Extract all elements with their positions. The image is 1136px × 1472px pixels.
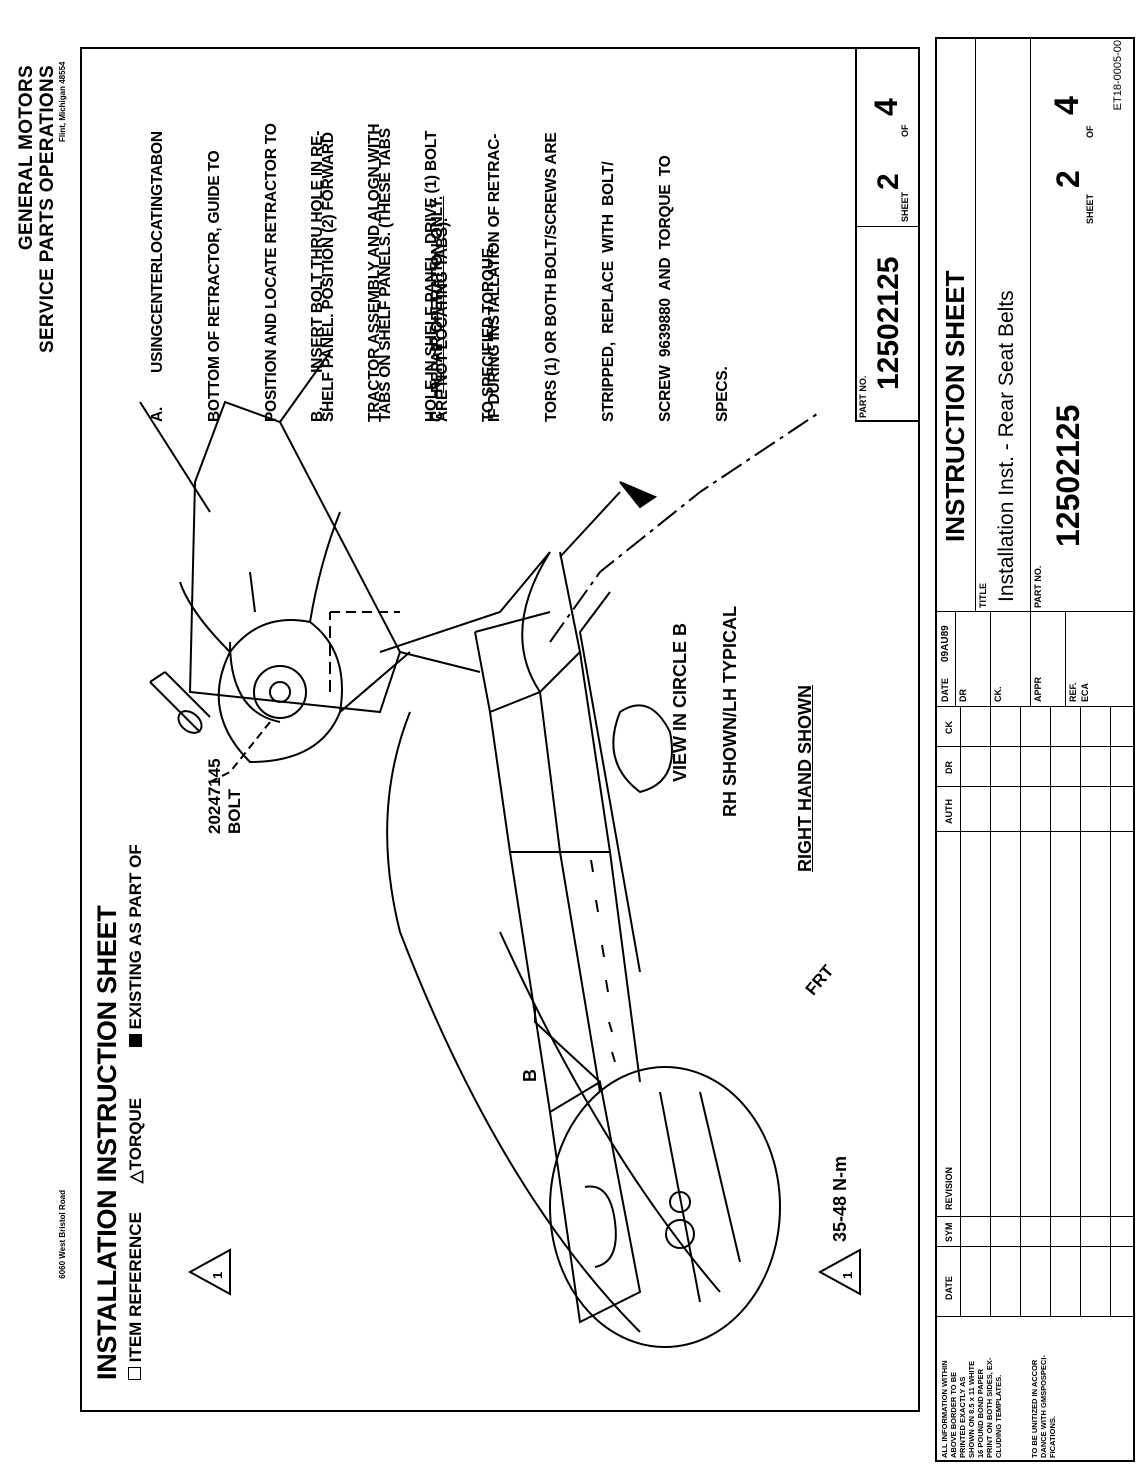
company-name: GENERAL MOTORS [16,65,37,251]
tb-sheet-number: 2 [1050,170,1086,188]
tb-col-line [935,1246,1135,1247]
tb-row-line [1050,707,1051,1317]
tb-note-line: DANCE WITH GMSPOSPECI- [1039,1355,1048,1458]
tb-note-line: CLUDING TEMPLATES. [994,1374,1003,1458]
tb-col-date: DATE [944,1276,954,1300]
tb-sheet-label: SHEET [1085,193,1095,224]
tb-row-line [1030,37,1031,612]
company-city: Flint, Michigan 48554 [58,61,67,142]
tb-row-line [990,707,991,1317]
tb-note-line: PRINTED EXACTLY AS [958,1376,967,1458]
tb-title: Installation Inst. - Rear Seat Belts [995,290,1018,602]
tb-part-no: 12502125 [1050,404,1086,547]
tb-note-line: ABOVE BORDER TO BE [949,1371,958,1458]
tb-row-line [955,612,956,707]
tb-date-value: 09AU89 [940,625,951,662]
tb-col-revision: REVISION [944,1166,954,1210]
tb-note-line: PRINT ON BOTH SIDES, EX- [985,1357,994,1458]
tb-row-line [1020,707,1021,1317]
doc-code: ET18-0005-00 [1112,40,1124,111]
tb-note-line: FICATIONS. [1048,1416,1057,1458]
tb-note-line: 16 POUND BOND PAPER [976,1368,985,1458]
tb-row-line [1110,707,1111,1317]
rh-shown-label: RH SHOWN/LH TYPICAL [720,606,740,817]
bolt-part-number: 20247145 [205,758,224,834]
tb-row-line [1030,612,1031,707]
tb-note-line: SHOWN ON 8.5 x 11 WHITE [967,1360,976,1458]
tb-col-line [935,706,1135,707]
tb-col-auth: AUTH [944,799,954,824]
title-block [935,37,1135,1462]
tb-ref-label: REF. [1068,682,1078,702]
tb-row-line [990,612,991,707]
tb-note-line: TO BE UNITIZED IN ACCOR [1030,1359,1039,1458]
right-hand-shown-label: RIGHT HAND SHOWN [795,685,815,872]
tb-col-ck: CK [944,721,954,734]
company-address: 6060 West Bristol Road [58,1190,67,1279]
tb-appr-label: APPR [1033,676,1043,702]
tb-row-line [1080,707,1081,1317]
company-division: SERVICE PARTS OPERATIONS [37,65,58,354]
tb-ck-label: CK. [993,686,1003,703]
tb-eca-label: ECA [1080,682,1090,702]
bolt-label: BOLT [225,788,244,834]
tb-col-line [935,786,1135,787]
tb-col-line [935,746,1135,747]
tb-sheet-type: INSTRUCTION SHEET [940,270,970,542]
tb-col-sym: SYM [944,1222,954,1242]
tb-date-label: DATE [940,678,950,702]
circle-b-label: B [520,1069,540,1082]
view-in-circle-label: VIEW IN CIRCLE B [670,622,690,782]
tb-col-line [935,831,1135,832]
tb-row-line [975,37,976,612]
tb-notes2: TO BE UNITIZED IN ACCOR DANCE WITH GMSPO… [1030,1355,1057,1458]
torque-callout: 35-48 N-m [830,1155,850,1242]
tb-row-line [1065,612,1066,707]
tb-of-label: OF [1085,125,1095,139]
torque-callout-number: 1 [840,1271,855,1279]
tb-notes: ALL INFORMATION WITHIN ABOVE BORDER TO B… [940,1358,1003,1458]
tb-dr-label: DR [958,689,968,702]
seat-belt-retractor-illustration [139,351,861,1348]
tb-note-line: ALL INFORMATION WITHIN [940,1360,949,1458]
tb-notes-divider [935,1316,1135,1317]
tb-col-line [935,611,1135,612]
tb-part-no-label: PART NO. [1033,565,1043,608]
tb-rev-header-line [960,707,961,1317]
tb-col-dr: DR [944,761,954,774]
tb-col-line [935,1216,1135,1217]
tb-total-sheets: 4 [1048,96,1086,115]
existing-callout-number: 1 [210,1271,225,1279]
tb-title-label: TITLE [978,583,988,608]
